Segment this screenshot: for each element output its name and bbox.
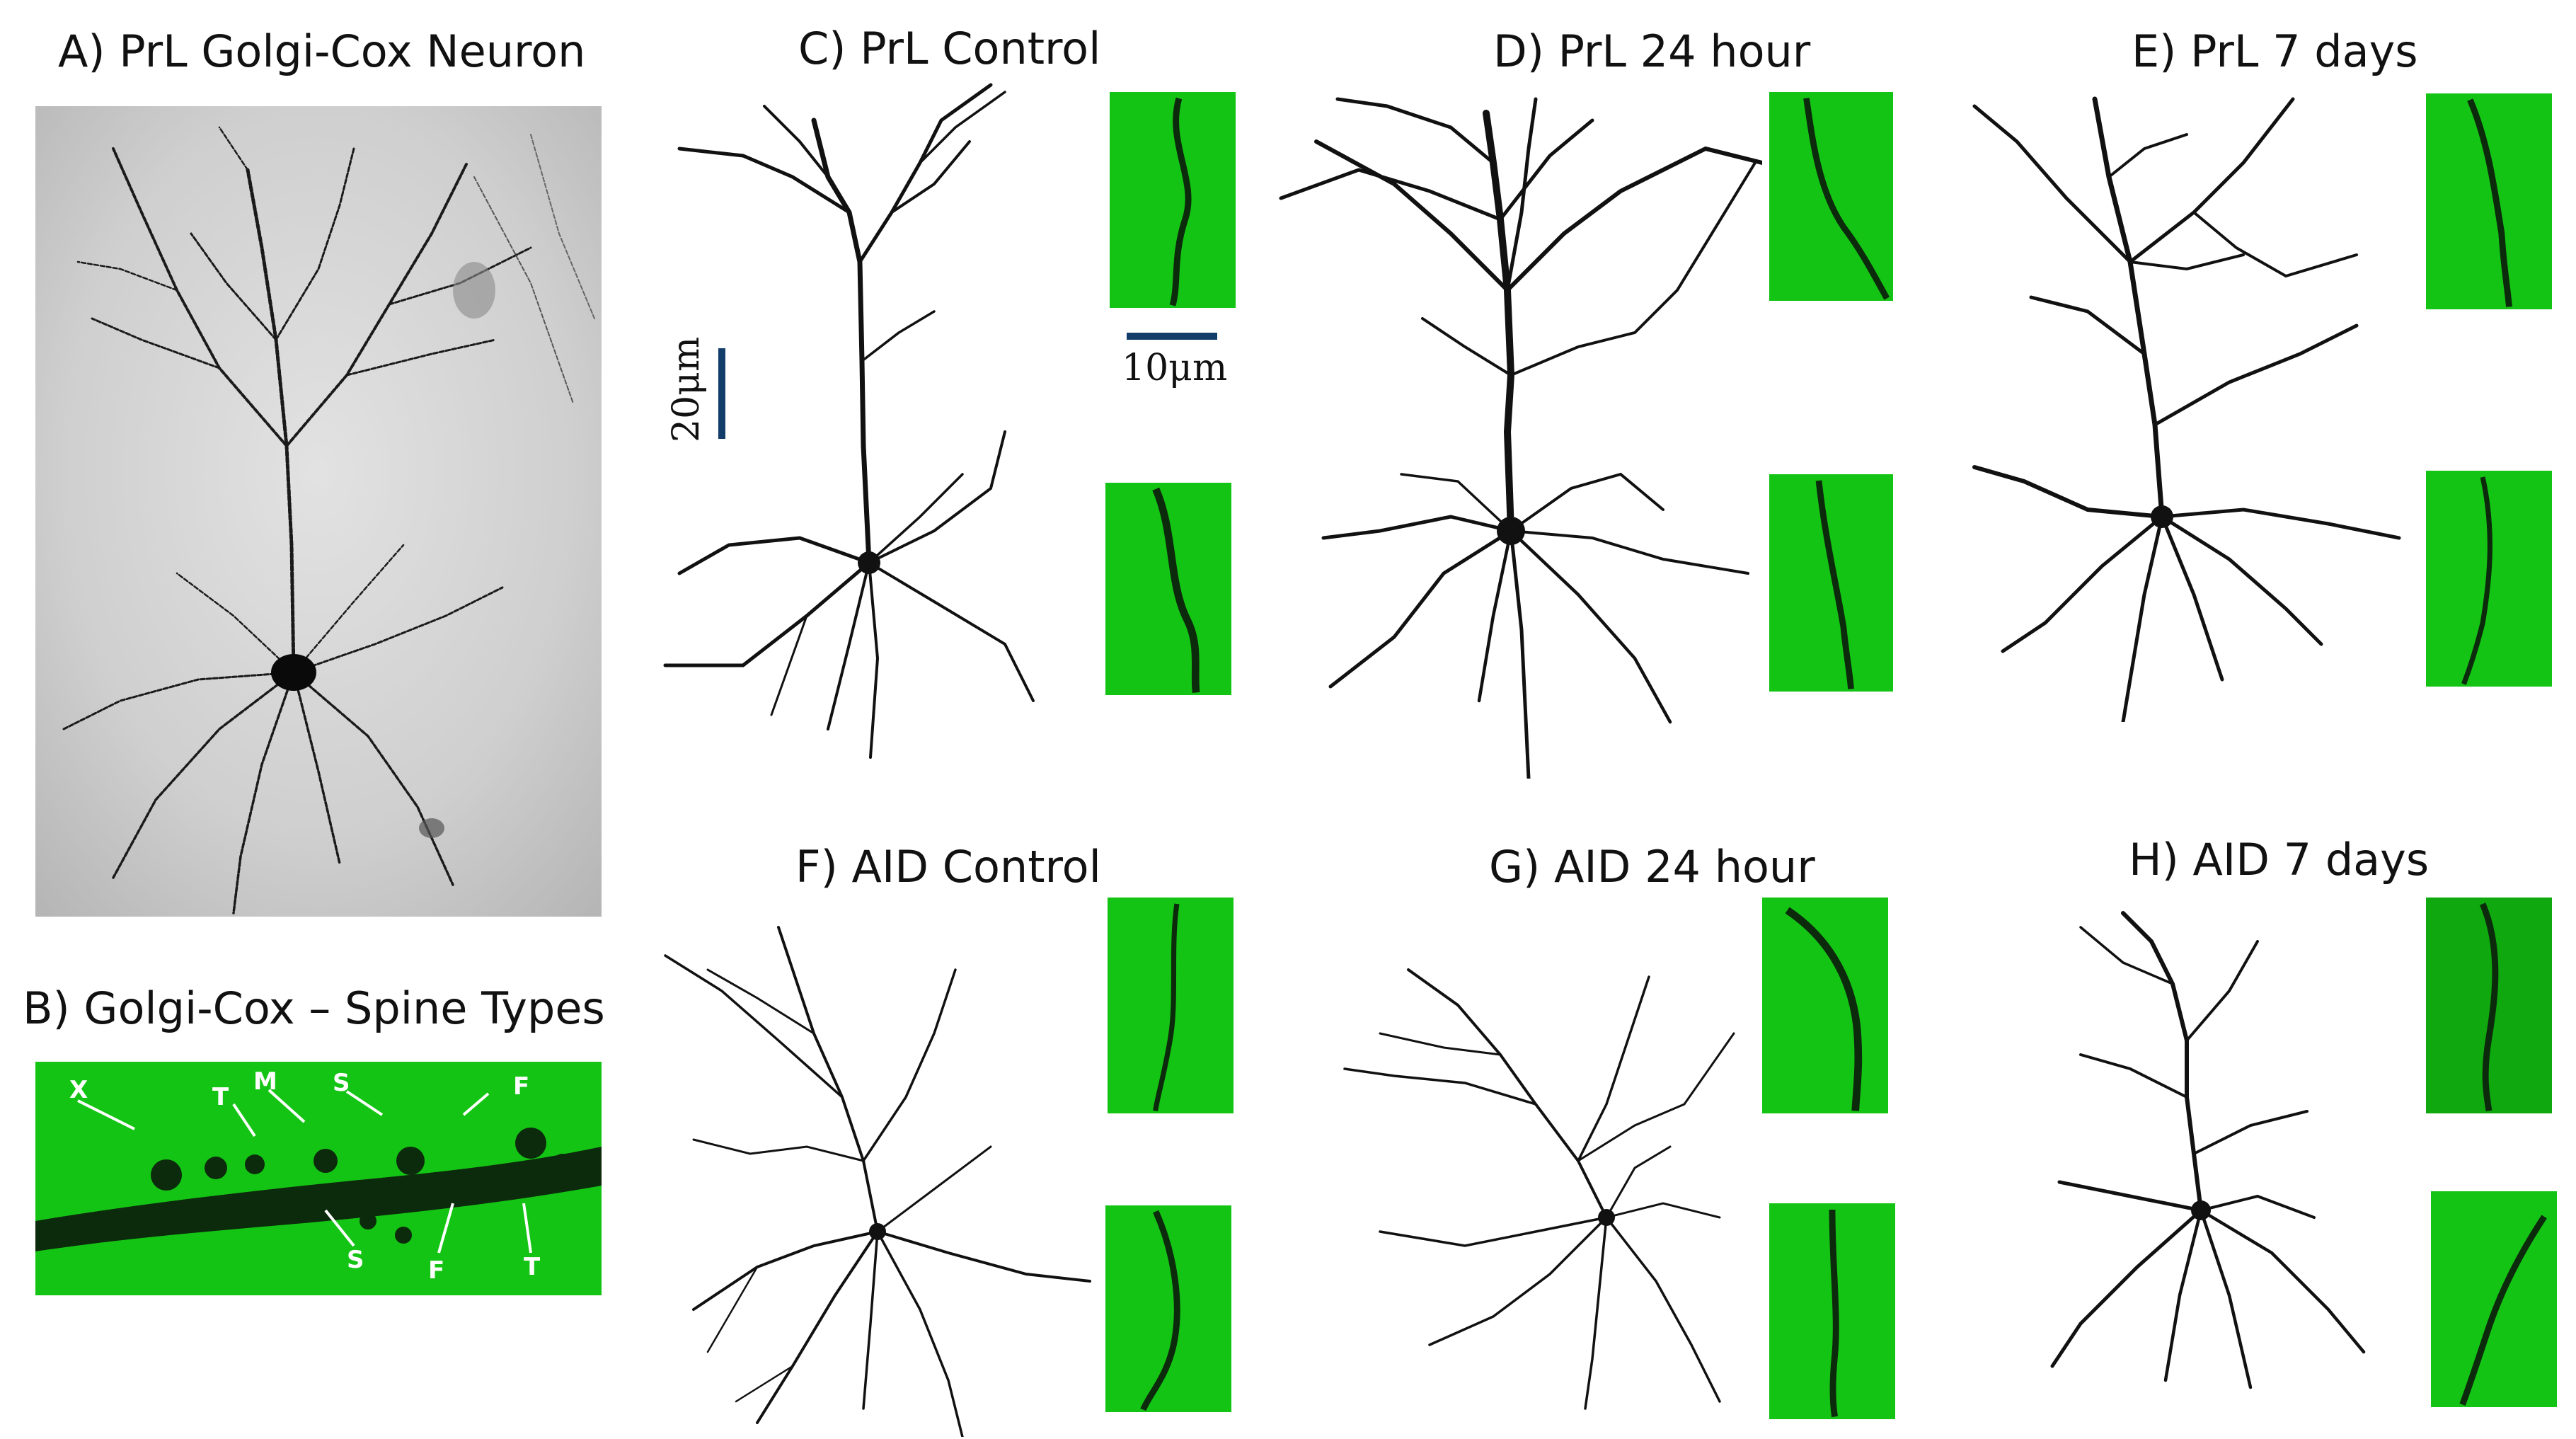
aid-control-neuron-tracing (664, 926, 1091, 1437)
panel-g-title: G) AID 24 hour (1489, 841, 1815, 893)
prl-7d-spine-top (2426, 93, 2552, 309)
panel-a-title: A) PrL Golgi-Cox Neuron (58, 25, 586, 77)
prl-7d-neuron-tracing (1972, 96, 2401, 722)
aid-7d-spine-top (2426, 898, 2552, 1113)
panel-c-title: C) PrL Control (798, 23, 1101, 74)
golgi-neuron-micrograph (35, 106, 602, 917)
aid-control-spine-top (1108, 898, 1234, 1113)
prl-24h-neuron-tracing (1279, 97, 1762, 779)
prl-control-neuron-tracing (663, 83, 1035, 759)
spine-label-m: M (253, 1067, 277, 1096)
prl-control-spine-bottom (1105, 483, 1231, 695)
panel-e-title: E) PrL 7 days (2132, 25, 2418, 77)
panel-f-title: F) AID Control (795, 841, 1101, 893)
aid-24h-spine-bottom (1769, 1203, 1895, 1419)
spine-label-s: S (333, 1069, 350, 1097)
spine-label-x: X (69, 1076, 88, 1104)
spine-types-image: X T M S F S F T (35, 1062, 602, 1295)
spine-scale-label: 10μm (1122, 347, 1228, 389)
spine-label-s2: S (347, 1246, 364, 1274)
panel-b-title: B) Golgi-Cox – Spine Types (23, 982, 605, 1034)
aid-24h-spine-top (1762, 898, 1888, 1113)
soma-scale-label: 20μm (665, 336, 708, 442)
spine-label-f2: F (428, 1256, 445, 1285)
soma-scale-bar (718, 348, 725, 439)
spine-label-t: T (212, 1083, 229, 1111)
aid-7d-neuron-tracing (2050, 911, 2366, 1389)
panel-d-title: D) PrL 24 hour (1493, 25, 1811, 77)
aid-control-spine-bottom (1105, 1205, 1231, 1412)
aid-7d-spine-bottom (2431, 1191, 2557, 1407)
spine-label-t2: T (524, 1253, 541, 1281)
prl-24h-spine-bottom (1769, 474, 1893, 692)
panel-h-title: H) AID 7 days (2129, 834, 2430, 885)
prl-control-spine-top (1110, 92, 1236, 308)
prl-7d-spine-bottom (2426, 471, 2552, 687)
spine-label-f: F (513, 1072, 530, 1101)
prl-24h-spine-top (1769, 92, 1893, 301)
spine-scale-bar (1127, 333, 1217, 340)
aid-24h-neuron-tracing (1343, 968, 1735, 1410)
